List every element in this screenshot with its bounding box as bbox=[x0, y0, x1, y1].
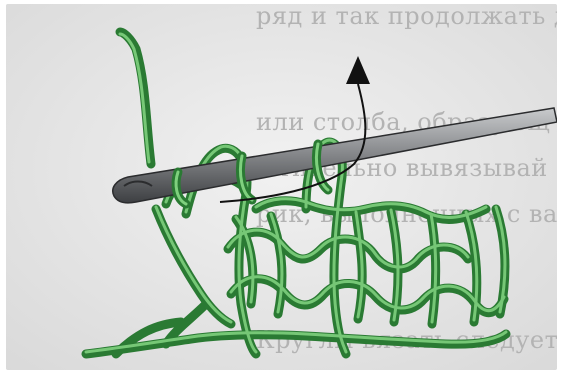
crochet-drawing bbox=[6, 4, 557, 370]
crochet-illustration-photo: ряд и так продолжать д или столба, образ… bbox=[6, 4, 557, 370]
